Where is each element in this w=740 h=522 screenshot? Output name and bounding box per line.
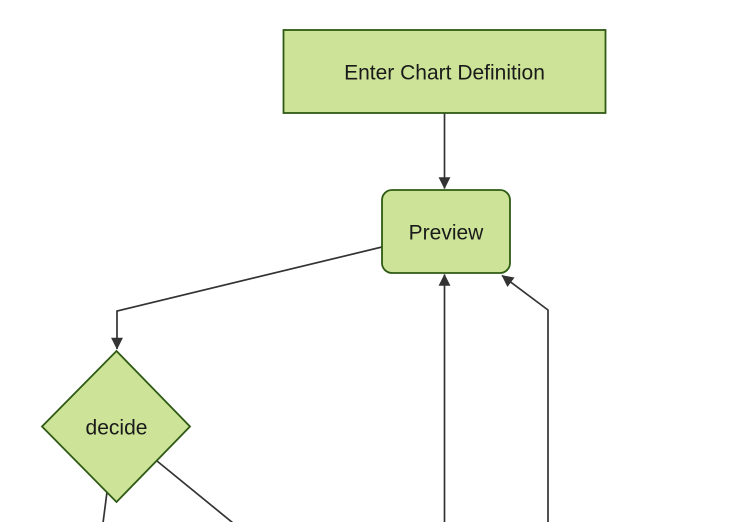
node-enter-chart-definition-shape (282, 29, 607, 114)
edge-offscreen-bottom-right-to-preview (501, 274, 549, 522)
node-preview-shape (381, 189, 511, 274)
node-enter-chart-definition-label: Enter Chart Definition (344, 61, 545, 84)
edge-decide-to-offscreen-bottom-left (102, 491, 108, 522)
node-preview: Preview (381, 189, 511, 274)
node-decide-shape (40, 349, 192, 504)
edge-decide-to-offscreen-bottom-right (156, 460, 234, 522)
node-preview-label: Preview (409, 221, 485, 244)
node-decide: decide (40, 349, 192, 504)
node-enter-chart-definition: Enter Chart Definition (282, 29, 607, 114)
node-decide-label: decide (86, 416, 148, 439)
edge-preview-to-decide (111, 246, 383, 350)
